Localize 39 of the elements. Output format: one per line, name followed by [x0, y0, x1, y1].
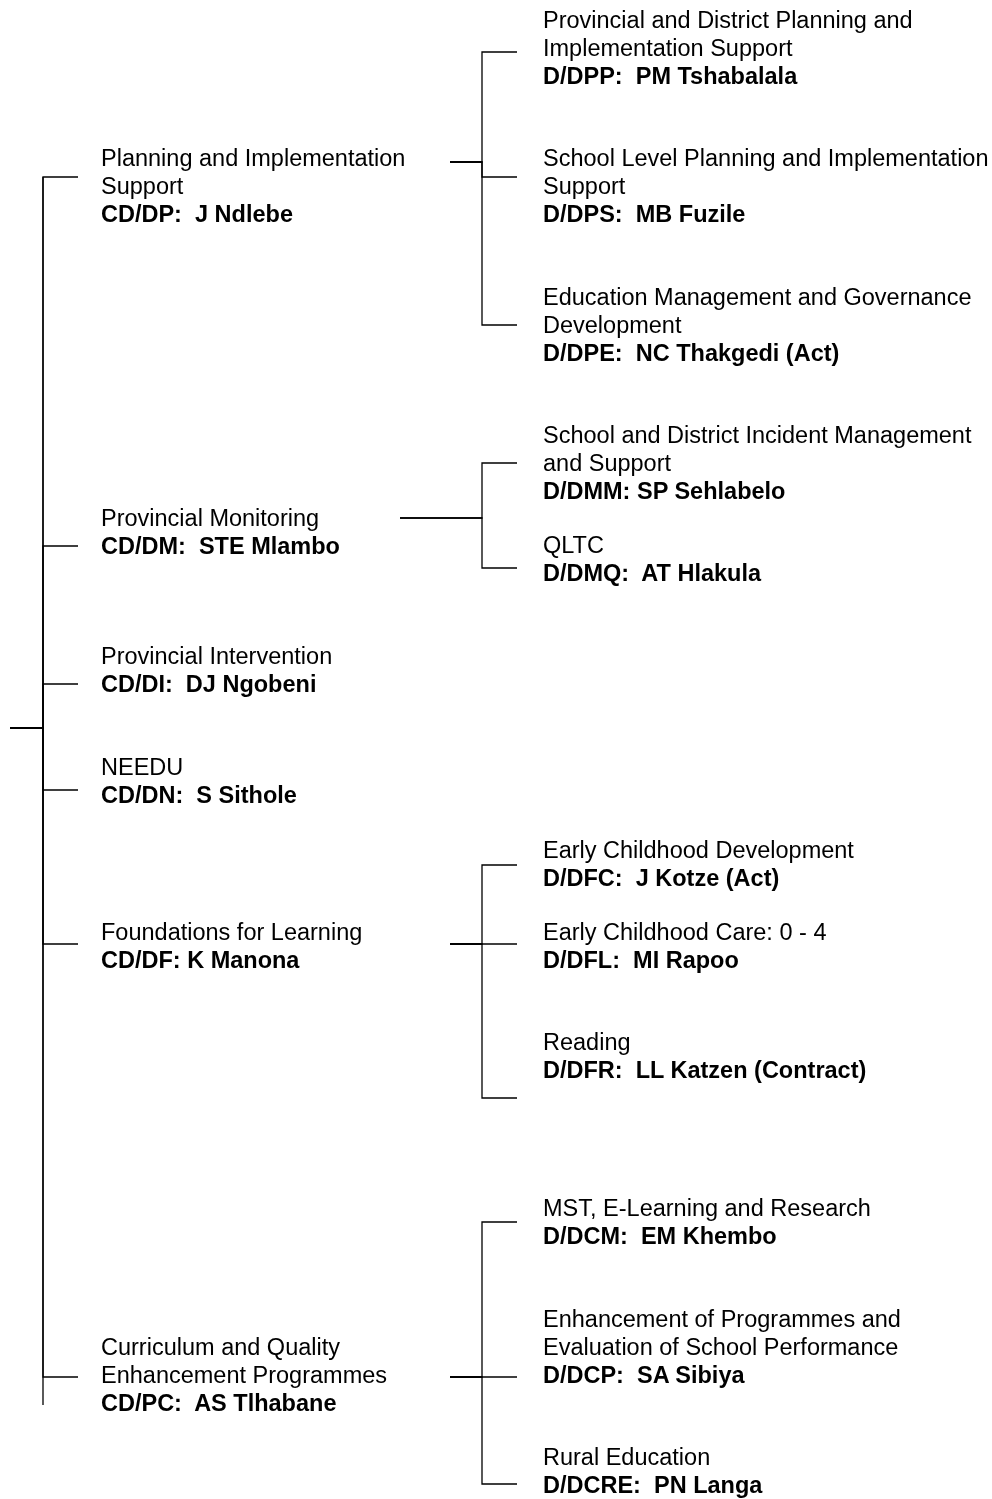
- unit-name: QLTC: [543, 531, 605, 559]
- post-holder: CD/DF: K Manona: [101, 946, 301, 974]
- post-holder: CD/DP: J Ndlebe: [101, 200, 294, 228]
- unit-name: MST, E-Learning and Research: [543, 1194, 872, 1222]
- post-holder: D/DPP: PM Tshabalala: [543, 62, 799, 90]
- unit-name: Rural Education: [543, 1443, 712, 1471]
- unit-name: Early Childhood Development: [543, 836, 855, 864]
- connector-line: [449, 161, 518, 326]
- post-holder: CD/PC: AS Tlhabane: [101, 1389, 338, 1417]
- connector-line: [9, 727, 79, 1378]
- post-holder: CD/DM: STE Mlambo: [101, 532, 341, 560]
- unit-name: Provincial and District Planning and Implementation Support: [543, 6, 914, 62]
- post-holder: D/DFL: MI Rapoo: [543, 946, 740, 974]
- post-holder: D/DFC: J Kotze (Act): [543, 864, 781, 892]
- post-holder: D/DCM: EM Khembo: [543, 1222, 778, 1250]
- unit-name: Enhancement of Programmes and Evaluation of School Performance: [543, 1305, 902, 1361]
- connector-line: [399, 517, 518, 569]
- unit-name: Education Management and Governance Development: [543, 283, 973, 339]
- post-holder: D/DMM: SP Sehlabelo: [543, 477, 787, 505]
- post-holder: D/DPS: MB Fuzile: [543, 200, 747, 228]
- post-holder: CD/DN: S Sithole: [101, 781, 298, 809]
- unit-name: NEEDU: [101, 753, 185, 781]
- connector-line: [449, 1376, 518, 1485]
- post-holder: D/DMQ: AT Hlakula: [543, 559, 763, 587]
- post-holder: CD/DI: DJ Ngobeni: [101, 670, 318, 698]
- unit-name: School Level Planning and Implementation Support: [543, 144, 989, 200]
- unit-name: School and District Incident Management and Support: [543, 421, 973, 477]
- connector-line: [449, 943, 518, 1099]
- unit-name: Foundations for Learning: [101, 918, 364, 946]
- unit-name: Provincial Monitoring: [101, 504, 321, 532]
- unit-name: Curriculum and Quality Enhancement Programmes: [101, 1333, 389, 1389]
- unit-name: Provincial Intervention: [101, 642, 334, 670]
- unit-name: Planning and Implementation Support: [101, 144, 407, 200]
- unit-name: Reading: [543, 1028, 632, 1056]
- post-holder: D/DPE: NC Thakgedi (Act): [543, 339, 841, 367]
- post-holder: D/DFR: LL Katzen (Contract): [543, 1056, 868, 1084]
- unit-name: Early Childhood Care: 0 - 4: [543, 918, 828, 946]
- post-holder: D/DCP: SA Sibiya: [543, 1361, 746, 1389]
- post-holder: D/DCRE: PN Langa: [543, 1471, 764, 1499]
